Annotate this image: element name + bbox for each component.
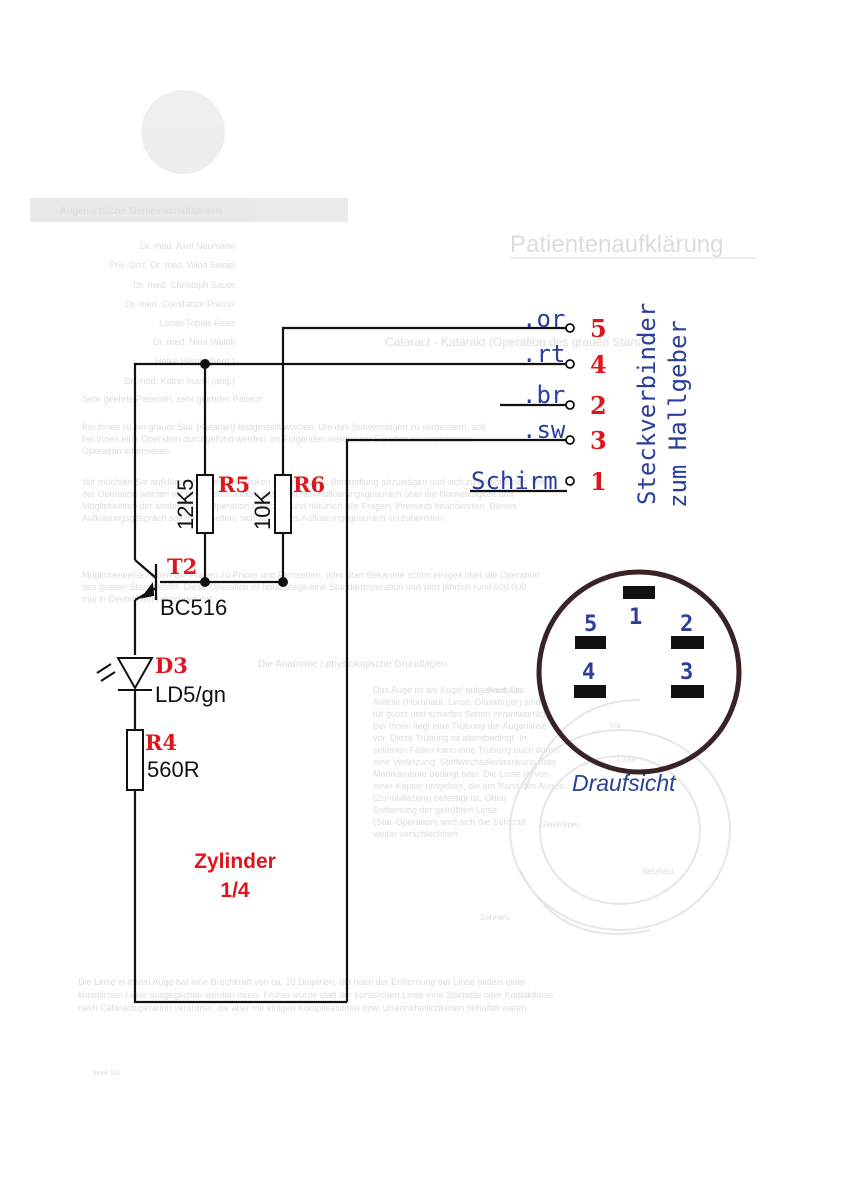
wire-or-to-r6 <box>281 326 567 475</box>
wire-ground-return <box>133 770 347 1004</box>
d3-ref: D3 <box>155 653 188 678</box>
pin-number: 3 <box>590 426 607 455</box>
header-band-text: Augenärztliche Gemeinschaftspraxis <box>60 206 222 217</box>
eye-label: Glaskörper <box>540 820 579 829</box>
junction-dot <box>200 577 210 587</box>
wire-label-sw: .sw <box>522 416 566 444</box>
r6-resistor-icon <box>274 474 292 534</box>
r5-ref: R5 <box>218 472 250 497</box>
r4-resistor-icon <box>126 729 144 791</box>
document-subtitle: Cataract - Katarakt (Operation des graue… <box>385 335 644 349</box>
doctor-list: Dr. med. Axel Neumann Priv.-Doz. Dr. med… <box>109 241 235 386</box>
connector-title: Steckverbinder <box>633 303 661 505</box>
terminal-icon <box>565 476 575 486</box>
greeting: Sehr geehrte Patientin, sehr geehrter Pa… <box>82 394 263 404</box>
background-document: Augenärztliche Gemeinschaftspraxis Patie… <box>30 90 756 1077</box>
page-footer: Seite 1/4 <box>92 1070 120 1077</box>
junction-dot <box>278 577 288 587</box>
t2-transistor-icon <box>134 559 158 601</box>
doctor-name: Priv.-Doz. Dr. med. Wido Seidel <box>109 260 235 270</box>
wire-label-br: .br <box>522 381 565 409</box>
pin-number: 5 <box>590 314 607 343</box>
eye-label: Netzhaut <box>642 867 675 876</box>
connector-terminals <box>565 323 575 486</box>
doctor-name: Dr. med. Constanze Preuss <box>125 299 236 309</box>
eye-label: Linse <box>617 755 637 764</box>
paragraph: Möglicherweise haben Sie Fragen zu Praxi… <box>82 570 539 604</box>
r4-ref: R4 <box>145 730 177 755</box>
doctor-name: Dr. med. Katrin Inarbi (ang.) <box>124 376 235 386</box>
wire-sw-ground <box>345 438 567 1002</box>
zylinder-label: Zylinder <box>194 850 276 873</box>
d3-value: LD5/gn <box>155 682 226 707</box>
d3-led-icon <box>96 657 154 691</box>
wire-label-schirm: Schirm <box>471 467 558 495</box>
junctions <box>200 359 288 587</box>
socket-pin-label: 5 <box>584 612 597 637</box>
pin-number: 1 <box>590 467 607 496</box>
junction-dot <box>200 359 210 369</box>
terminal-icon <box>565 400 575 410</box>
logo-circle <box>141 90 225 174</box>
r5-value: 12K5 <box>173 479 198 530</box>
terminal-icon <box>565 359 575 369</box>
zylinder-number: 1/4 <box>220 879 250 902</box>
r6-value: 10K <box>250 491 275 530</box>
doctor-name: Dr. med. Nina Walch <box>153 337 235 347</box>
eye-label: Hornhaut <box>487 686 521 695</box>
socket-pin-pad <box>671 636 704 649</box>
terminal-icon <box>565 435 575 445</box>
document-title: Patientenaufklärung <box>510 231 724 258</box>
socket-pin-pads <box>574 586 704 698</box>
r5-resistor-icon <box>196 474 214 534</box>
r6-ref: R6 <box>293 472 325 497</box>
eye-label: Sehnerv <box>480 913 510 922</box>
wire-label-or: .or <box>522 305 565 333</box>
eye-label: Iris <box>610 721 621 730</box>
socket-outline-icon <box>536 569 742 775</box>
socket-pin-label: 1 <box>629 605 642 630</box>
header-band <box>30 198 348 222</box>
t2-ref: T2 <box>167 554 197 579</box>
doctor-name: Dr. med. Axel Neumann <box>140 241 235 251</box>
pin-number: 4 <box>590 350 607 379</box>
socket-pin-label: 2 <box>680 612 693 637</box>
circuit-schematic: R5 R6 T2 D3 R4 12K5 10K BC516 LD5/gn 560… <box>96 303 742 1004</box>
wire-rt-to-t2 <box>133 362 567 560</box>
terminal-icon <box>565 323 575 333</box>
pin-number: 2 <box>590 391 607 420</box>
socket-view-label: Draufsicht <box>572 770 677 796</box>
eye-illustration <box>509 699 731 935</box>
paragraph: Wir möchten Sie aufklären, Nutzen und Ri… <box>82 477 545 523</box>
wires <box>133 326 567 1004</box>
socket-pin-pad <box>623 586 655 599</box>
section-heading: Die Anatomie / physiologische Grundlagen <box>258 659 446 670</box>
connector-subtitle: zum Hallgeber <box>664 320 692 508</box>
socket-top-view: 1 2 3 4 5 Draufsicht <box>536 569 742 796</box>
socket-pin-pad <box>575 636 606 649</box>
socket-pin-pad <box>574 685 606 698</box>
doctor-name: Dr. med. Christoph Sauer <box>133 280 235 290</box>
r4-value: 560R <box>147 757 200 782</box>
doctor-name: Lucas-Tobias Feier <box>159 318 235 328</box>
socket-pin-pad <box>671 685 704 698</box>
bottom-paragraph: Die Linse in Ihrem Auge hat eine Brechkr… <box>78 977 553 1013</box>
wire-label-rt: .rt <box>522 340 565 368</box>
t2-value: BC516 <box>160 595 227 620</box>
socket-pin-label: 4 <box>582 660 595 685</box>
socket-pin-label: 3 <box>680 660 693 685</box>
doctor-name: Heike Hempelberg ) <box>155 356 235 366</box>
